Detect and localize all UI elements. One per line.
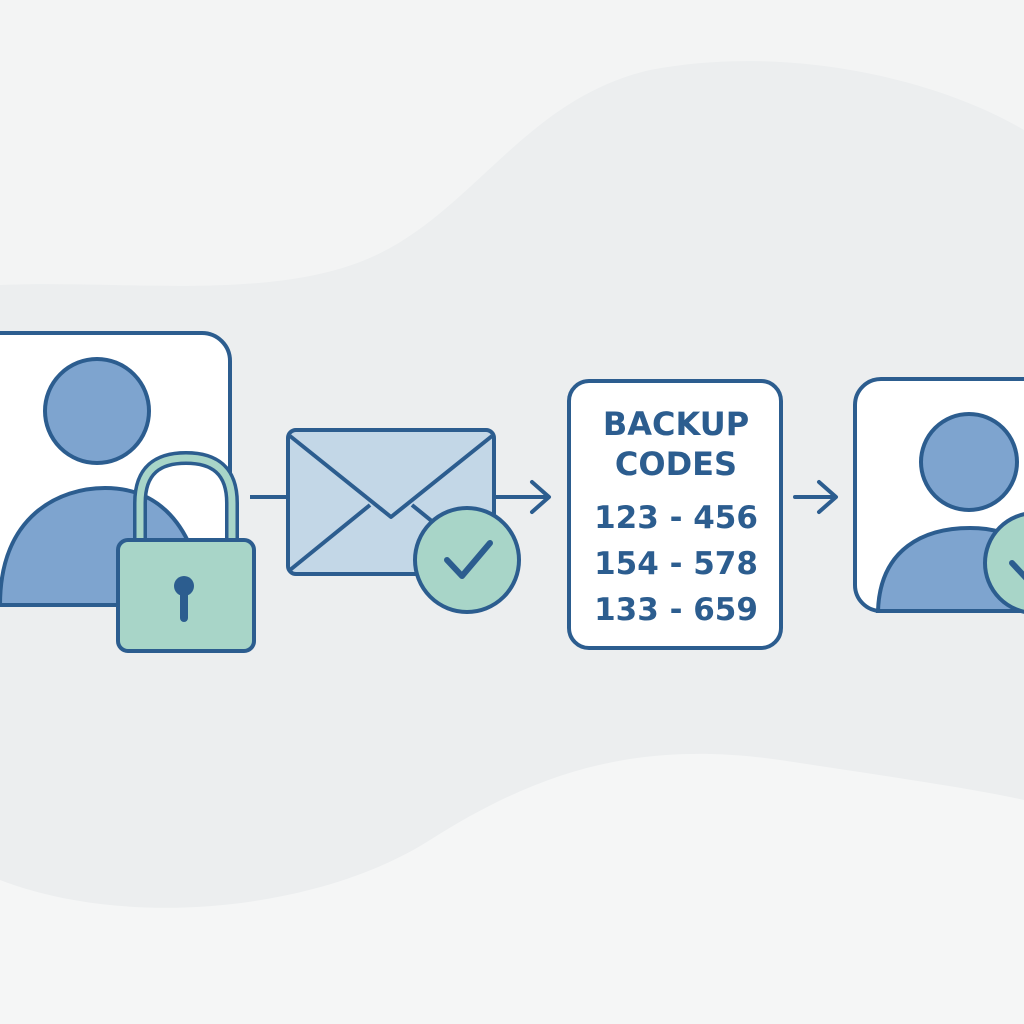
access-restored-step (853, 377, 1024, 614)
background-blob-bottom (0, 753, 1024, 1024)
backup-code: 123 - 456 (594, 500, 758, 536)
keyhole-icon (174, 576, 194, 596)
backup-code: 154 - 578 (594, 546, 758, 582)
padlock-icon (116, 450, 256, 653)
backup-codes-title-line1: BACKUP (603, 405, 749, 443)
backup-codes-title-line2: CODES (615, 445, 737, 483)
user-icon (875, 412, 1024, 613)
check-circle-icon (413, 506, 521, 614)
arrow-right-icon (793, 480, 838, 514)
arrow-right-icon (494, 480, 551, 514)
email-verified-step (286, 428, 521, 614)
check-circle-icon (983, 512, 1024, 614)
backup-codes-card: BACKUP CODES 123 - 456 154 - 578 133 - 6… (567, 379, 783, 650)
backup-code: 133 - 659 (594, 592, 758, 628)
locked-account-step (0, 331, 256, 653)
